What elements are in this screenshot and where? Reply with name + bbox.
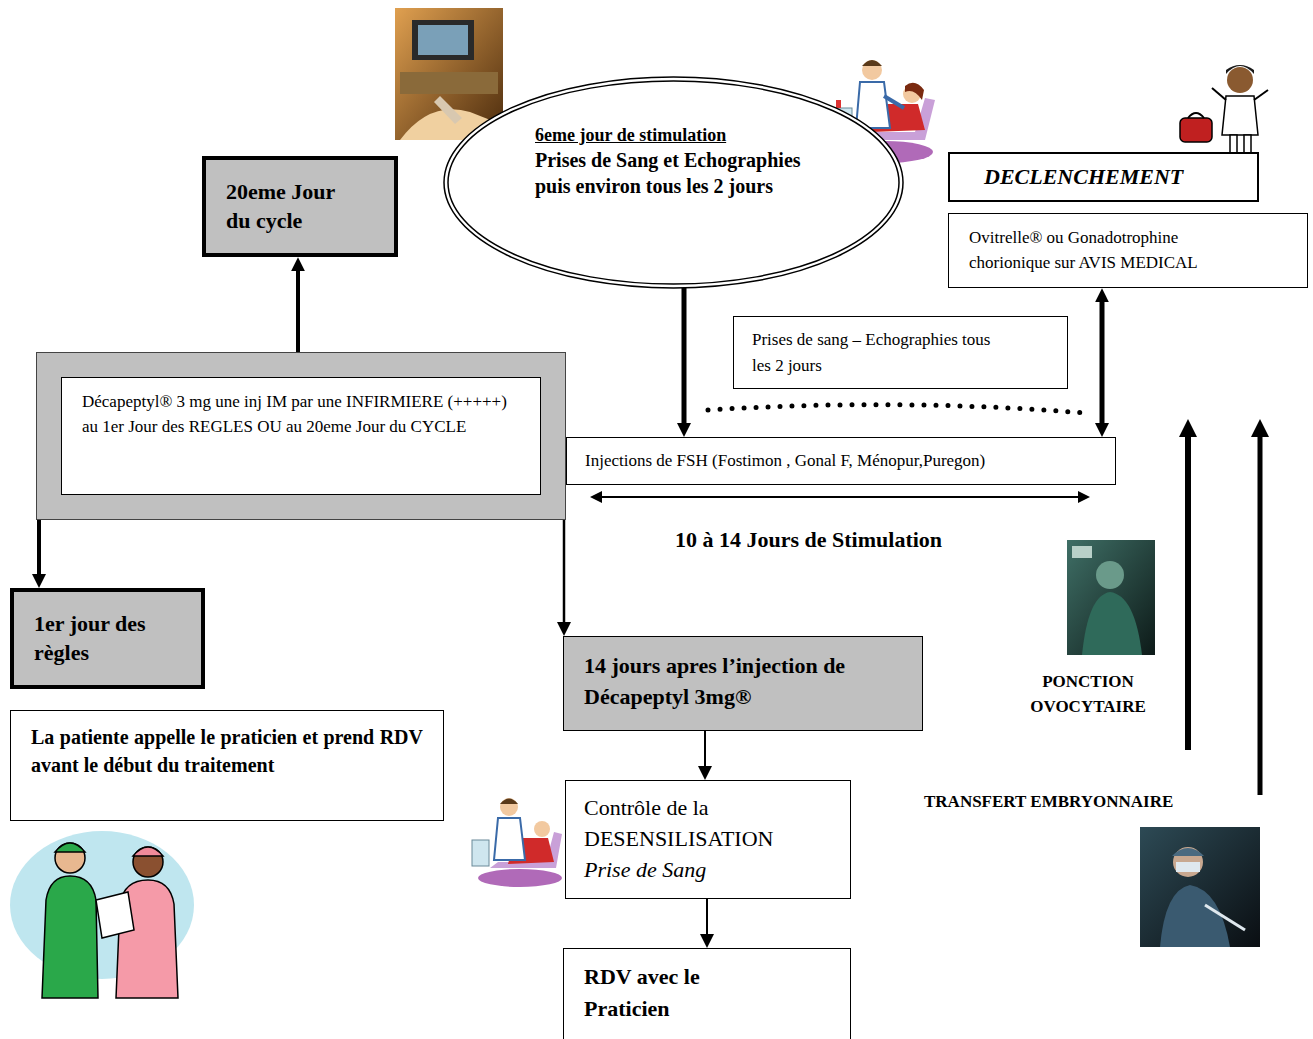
doctor-bag <box>1180 118 1212 142</box>
connector-arrow <box>706 899 708 940</box>
duration-label: 10 à 14 Jours de Stimulation <box>675 527 1035 553</box>
sequence-arrow <box>1258 428 1263 795</box>
node-text: Prise de Sang <box>584 855 832 886</box>
delay-box: 14 jours apres l’injection de Décapeptyl… <box>563 636 923 731</box>
connector-arrow <box>563 520 566 628</box>
monitor-screen <box>418 25 468 55</box>
doctor-leg <box>1244 135 1251 153</box>
surgeon-gown <box>1160 885 1230 947</box>
paper-sheet <box>96 892 134 938</box>
appointment-box: RDV avec le Praticien <box>563 948 851 1039</box>
surgeon-gown <box>1082 592 1142 655</box>
injection-band: Décapeptyl® 3 mg une inj IM par une INFI… <box>36 352 566 520</box>
nurse-hair <box>500 799 518 805</box>
transfer-photo <box>1140 827 1260 947</box>
surgical-cap <box>1172 848 1204 856</box>
fsh-box: Injections de FSH (Fostimon , Gonal F, M… <box>566 437 1116 485</box>
probe <box>434 96 462 124</box>
duration-arrow <box>596 496 1084 498</box>
connector-arrow <box>682 288 687 429</box>
connector-arrow <box>296 265 300 352</box>
nurse-body <box>494 818 525 860</box>
figure-head <box>55 843 85 873</box>
doctor-hair <box>1226 65 1254 74</box>
patient-head <box>534 821 550 837</box>
doctor-arm <box>1212 88 1226 100</box>
stimulation-ellipse: 6eme jour de stimulationPrises de Sang e… <box>442 75 905 290</box>
photo-ground <box>1067 540 1155 655</box>
node-text: 6eme jour de stimulation <box>535 125 845 147</box>
surgical-cap <box>133 847 163 856</box>
photo-ground <box>1140 827 1260 947</box>
control-box: Contrôle de la DESENSILISATIONPrise de S… <box>565 780 851 899</box>
ponction-photo <box>1067 540 1155 655</box>
appointment-note: La patiente appelle le praticien et pren… <box>10 710 444 821</box>
photo-ground <box>395 8 503 140</box>
side-table <box>472 840 489 866</box>
node-text: Décapeptyl® 3 mg une inj IM par une INFI… <box>82 390 520 439</box>
inner-panel: Décapeptyl® 3 mg une inj IM par une INFI… <box>61 377 541 495</box>
nurse-arm <box>884 96 904 108</box>
doctor-head <box>1227 67 1253 93</box>
procedure-label: PONCTION OVOCYTAIRE <box>998 670 1178 719</box>
green-gown <box>42 876 98 998</box>
node-text: 1er jour des règles <box>34 610 174 667</box>
node-text: DECLENCHEMENT <box>984 164 1237 190</box>
nurse-head <box>862 60 882 80</box>
connector-arrow <box>1100 296 1105 429</box>
ellipse-ring <box>444 77 903 288</box>
doctor-coat <box>1222 96 1258 135</box>
lamp <box>1072 546 1092 558</box>
day-box: 20eme Jour du cycle <box>202 156 398 257</box>
connector-arrow <box>37 520 41 580</box>
node-text: Ovitrelle® ou Gonadotrophine chorionique… <box>969 226 1249 275</box>
monitor <box>412 20 474 60</box>
ultrasound-photo <box>395 8 503 140</box>
node-text: Contrôle de la DESENSILISATION <box>584 793 832 855</box>
monitoring-box: Prises de sang – Echographies tous les 2… <box>733 316 1068 389</box>
node-text: 20eme Jour du cycle <box>226 178 356 235</box>
doctor-leg <box>1230 135 1237 153</box>
ellipse-ring <box>448 81 899 284</box>
surgeon-head <box>1096 561 1124 589</box>
node-text: Injections de FSH (Fostimon , Gonal F, M… <box>585 450 1097 472</box>
nurse-hair <box>862 60 882 66</box>
node-text: La patiente appelle le praticien et pren… <box>31 723 423 779</box>
trigger-box: DECLENCHEMENT <box>948 152 1259 202</box>
mask <box>1176 862 1200 872</box>
procedure-label: TRANSFERT EMBRYONNAIRE <box>924 792 1244 812</box>
doctor-face <box>1173 847 1203 877</box>
nurse-head <box>500 798 518 816</box>
surgical-cap <box>55 843 85 852</box>
node-text: Prises de sang – Echographies tous les 2… <box>752 327 992 378</box>
figure-head <box>133 847 163 877</box>
nurse-patient-clipart <box>472 798 562 887</box>
patient-hair <box>905 83 924 100</box>
sequence-arrow <box>1185 428 1191 750</box>
doctor-clipart <box>1180 65 1268 153</box>
node-text: 14 jours apres l’injection de Décapeptyl… <box>584 651 902 713</box>
staff-clipart <box>10 831 194 998</box>
period-box: 1er jour des règles <box>10 588 205 689</box>
dotted-timeline <box>708 405 1085 413</box>
node-text: RDV avec le Praticien <box>584 961 754 1025</box>
vial <box>836 100 841 108</box>
console <box>400 72 498 94</box>
connector-arrow <box>704 731 706 772</box>
chair-base <box>478 869 562 887</box>
trigger-drug-box: Ovitrelle® ou Gonadotrophine chorionique… <box>948 213 1308 288</box>
doctor-arm <box>1254 90 1268 100</box>
bag-handle <box>1188 113 1204 118</box>
node-text: Prises de Sang et Echographies puis envi… <box>535 147 825 199</box>
catheter <box>1205 905 1245 930</box>
